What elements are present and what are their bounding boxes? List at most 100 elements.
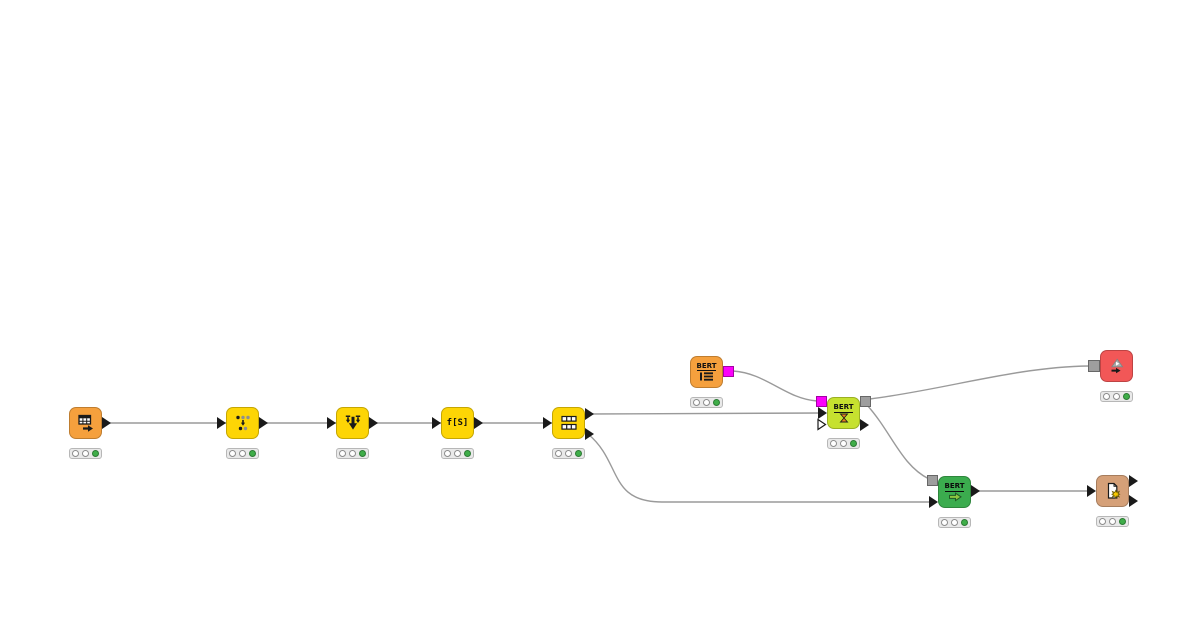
model-output-port[interactable] bbox=[723, 366, 734, 377]
bert-predictor-body[interactable]: BERT bbox=[938, 476, 971, 508]
status-traffic-light bbox=[827, 438, 860, 449]
node-sorter[interactable] bbox=[327, 407, 378, 459]
data-input-port[interactable] bbox=[818, 407, 827, 419]
edge-selector-learner[interactable] bbox=[732, 370, 818, 402]
status-lamp-green bbox=[1119, 518, 1126, 525]
status-lamp-red bbox=[229, 450, 236, 457]
data-output-port[interactable] bbox=[971, 485, 980, 497]
input-port[interactable] bbox=[217, 417, 226, 429]
string-manipulation-body[interactable]: f[S] bbox=[441, 407, 474, 439]
node-row-sampling[interactable] bbox=[217, 407, 268, 459]
status-lamp-green bbox=[850, 440, 857, 447]
input-port[interactable] bbox=[543, 417, 552, 429]
status-traffic-light bbox=[938, 517, 971, 528]
status-lamp-yellow bbox=[239, 450, 246, 457]
output-port[interactable] bbox=[102, 417, 111, 429]
model-writer-body[interactable] bbox=[1100, 350, 1133, 382]
model-input-port[interactable] bbox=[927, 475, 938, 486]
status-lamp-yellow bbox=[703, 399, 710, 406]
model-output-port[interactable] bbox=[860, 396, 871, 407]
row-sampling-body[interactable] bbox=[226, 407, 259, 439]
status-traffic-light bbox=[552, 448, 585, 459]
node-bert-model-selector[interactable]: BERT bbox=[690, 356, 734, 408]
status-traffic-light bbox=[1100, 391, 1133, 402]
output-port-bottom[interactable] bbox=[1129, 495, 1138, 507]
status-lamp-green bbox=[575, 450, 582, 457]
formula-icon: f[S] bbox=[446, 418, 469, 428]
bert-label: BERT bbox=[944, 482, 965, 492]
status-lamp-red bbox=[1103, 393, 1110, 400]
edge-partitioning-learner[interactable] bbox=[587, 412, 823, 415]
sample-dots-icon bbox=[235, 415, 250, 431]
bert-label: BERT bbox=[696, 361, 717, 372]
data-output-port[interactable] bbox=[860, 419, 869, 431]
document-star-icon bbox=[1107, 482, 1121, 499]
edge-partitioning-predictor[interactable] bbox=[587, 433, 933, 503]
edge-learner-predictor[interactable] bbox=[866, 404, 930, 480]
bert-model-selector-body[interactable]: BERT bbox=[690, 356, 723, 388]
output-port[interactable] bbox=[369, 417, 378, 429]
status-traffic-light bbox=[69, 448, 102, 459]
status-lamp-green bbox=[464, 450, 471, 457]
split-table-icon bbox=[560, 415, 577, 430]
predict-arrow-icon bbox=[948, 491, 962, 502]
output-port-top[interactable] bbox=[585, 408, 594, 420]
status-lamp-red bbox=[444, 450, 451, 457]
sort-arrows-icon bbox=[345, 415, 360, 430]
edge-learner-writer[interactable] bbox=[869, 365, 1090, 400]
optional-input-port[interactable] bbox=[817, 418, 827, 431]
model-input-port[interactable] bbox=[1088, 360, 1100, 372]
table-reader-body[interactable] bbox=[69, 407, 102, 439]
node-bert-predictor[interactable]: BERT bbox=[927, 475, 980, 528]
status-lamp-green bbox=[359, 450, 366, 457]
sorter-body[interactable] bbox=[336, 407, 369, 439]
status-lamp-yellow bbox=[349, 450, 356, 457]
output-port-top[interactable] bbox=[1129, 475, 1138, 487]
node-bert-classification-learner[interactable]: BERT bbox=[816, 396, 871, 449]
model-input-port[interactable] bbox=[816, 396, 827, 407]
input-port[interactable] bbox=[432, 417, 441, 429]
status-lamp-red bbox=[830, 440, 837, 447]
status-lamp-red bbox=[72, 450, 79, 457]
model-arrow-icon bbox=[1110, 358, 1123, 374]
status-lamp-red bbox=[941, 519, 948, 526]
status-lamp-red bbox=[693, 399, 700, 406]
node-table-reader[interactable] bbox=[69, 407, 111, 459]
input-port[interactable] bbox=[327, 417, 336, 429]
status-lamp-yellow bbox=[82, 450, 89, 457]
bert-label: BERT bbox=[833, 403, 854, 413]
node-string-manipulation[interactable]: f[S] bbox=[432, 407, 483, 459]
status-lamp-green bbox=[713, 399, 720, 406]
node-model-writer[interactable] bbox=[1088, 350, 1133, 402]
output-port[interactable] bbox=[259, 417, 268, 429]
output-port[interactable] bbox=[474, 417, 483, 429]
bert-classification-learner-body[interactable]: BERT bbox=[827, 397, 860, 429]
data-input-port[interactable] bbox=[1087, 485, 1096, 497]
status-traffic-light bbox=[441, 448, 474, 459]
status-traffic-light bbox=[226, 448, 259, 459]
table-arrow-icon bbox=[77, 414, 93, 432]
status-traffic-light bbox=[336, 448, 369, 459]
node-partitioning[interactable] bbox=[543, 407, 594, 459]
node-scorer[interactable] bbox=[1087, 475, 1138, 527]
output-port-bottom[interactable] bbox=[585, 428, 594, 440]
partitioning-body[interactable] bbox=[552, 407, 585, 439]
scorer-body[interactable] bbox=[1096, 475, 1129, 507]
status-lamp-green bbox=[249, 450, 256, 457]
status-lamp-yellow bbox=[454, 450, 461, 457]
hourglass-icon bbox=[839, 413, 848, 423]
status-lamp-green bbox=[92, 450, 99, 457]
status-lamp-red bbox=[339, 450, 346, 457]
status-lamp-yellow bbox=[951, 519, 958, 526]
list-icon bbox=[699, 372, 713, 381]
status-lamp-green bbox=[961, 519, 968, 526]
data-input-port[interactable] bbox=[929, 496, 938, 508]
status-lamp-yellow bbox=[565, 450, 572, 457]
status-traffic-light bbox=[1096, 516, 1129, 527]
status-lamp-yellow bbox=[1109, 518, 1116, 525]
status-lamp-yellow bbox=[1113, 393, 1120, 400]
status-traffic-light bbox=[690, 397, 723, 408]
status-lamp-red bbox=[1099, 518, 1106, 525]
